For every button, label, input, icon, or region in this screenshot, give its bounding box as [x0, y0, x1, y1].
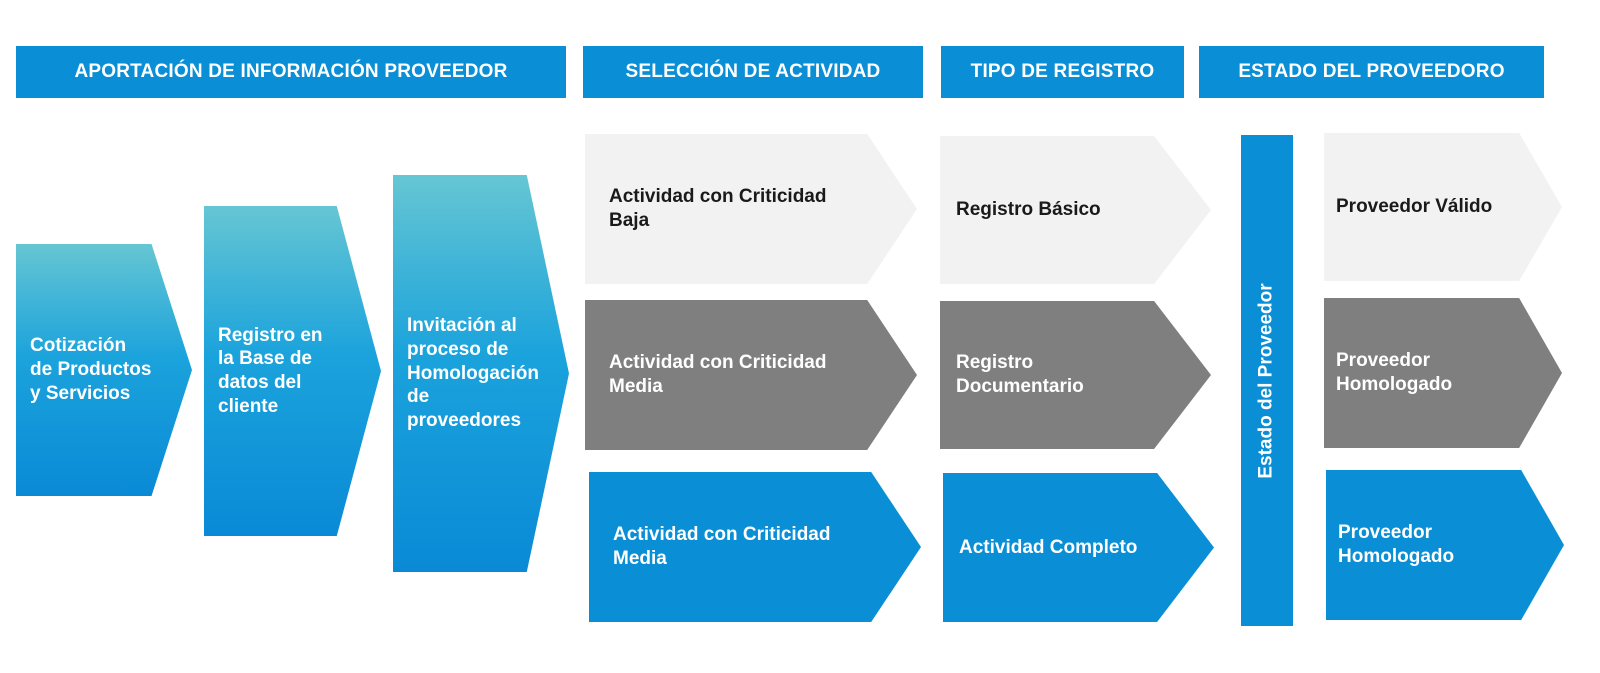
estado-proveedor-homologado-2-label: Proveedor Homologado	[1338, 522, 1455, 567]
header-aportacion: APORTACIÓN DE INFORMACIÓN PROVEEDOR	[16, 46, 566, 98]
registro-basico-label: Registro Básico	[956, 199, 1101, 221]
stage-registro-base-datos: Registro en la Base de datos del cliente	[204, 206, 381, 536]
estado-proveedor-bar: Estado del Proveedor	[1241, 135, 1293, 626]
registro-documentario-label: Registro Documentario	[956, 352, 1084, 397]
stage-cotizacion-label: Cotización de Productos y Servicios	[30, 335, 152, 404]
registro-basico: Registro Básico	[940, 136, 1211, 284]
registro-actividad-completo-label: Actividad Completo	[959, 536, 1138, 558]
stage-cotizacion: Cotización de Productos y Servicios	[16, 244, 192, 496]
actividad-criticidad-media-2: Actividad con Criticidad Media	[589, 472, 921, 622]
actividad-criticidad-baja-label: Actividad con Criticidad Baja	[609, 186, 827, 231]
header-seleccion-actividad: SELECCIÓN DE ACTIVIDAD	[583, 46, 923, 98]
estado-proveedor-valido-label: Proveedor Válido	[1336, 196, 1493, 218]
actividad-criticidad-media-2-label: Actividad con Criticidad Media	[613, 524, 831, 569]
actividad-criticidad-media-1-label: Actividad con Criticidad Media	[609, 352, 827, 397]
estado-proveedor-bar-label: Estado del Proveedor	[1256, 282, 1277, 479]
stage-invitacion-homologacion-label: Invitación al proceso de Homologación de…	[407, 315, 539, 432]
estado-proveedor-homologado-1: Proveedor Homologado	[1324, 298, 1562, 448]
actividad-criticidad-baja: Actividad con Criticidad Baja	[585, 134, 917, 284]
stage-registro-base-datos-label: Registro en la Base de datos del cliente	[218, 324, 323, 417]
estado-proveedor-homologado-1-label: Proveedor Homologado	[1336, 350, 1453, 395]
actividad-criticidad-media-1: Actividad con Criticidad Media	[585, 300, 917, 450]
registro-actividad-completo: Actividad Completo	[943, 473, 1214, 622]
stage-invitacion-homologacion: Invitación al proceso de Homologación de…	[393, 175, 569, 572]
estado-proveedor-homologado-2: Proveedor Homologado	[1326, 470, 1564, 620]
registro-documentario: Registro Documentario	[940, 301, 1211, 449]
header-tipo-registro: TIPO DE REGISTRO	[941, 46, 1184, 98]
header-estado-proveedor: ESTADO DEL PROVEEDORO	[1199, 46, 1544, 98]
estado-proveedor-valido: Proveedor Válido	[1324, 133, 1562, 281]
